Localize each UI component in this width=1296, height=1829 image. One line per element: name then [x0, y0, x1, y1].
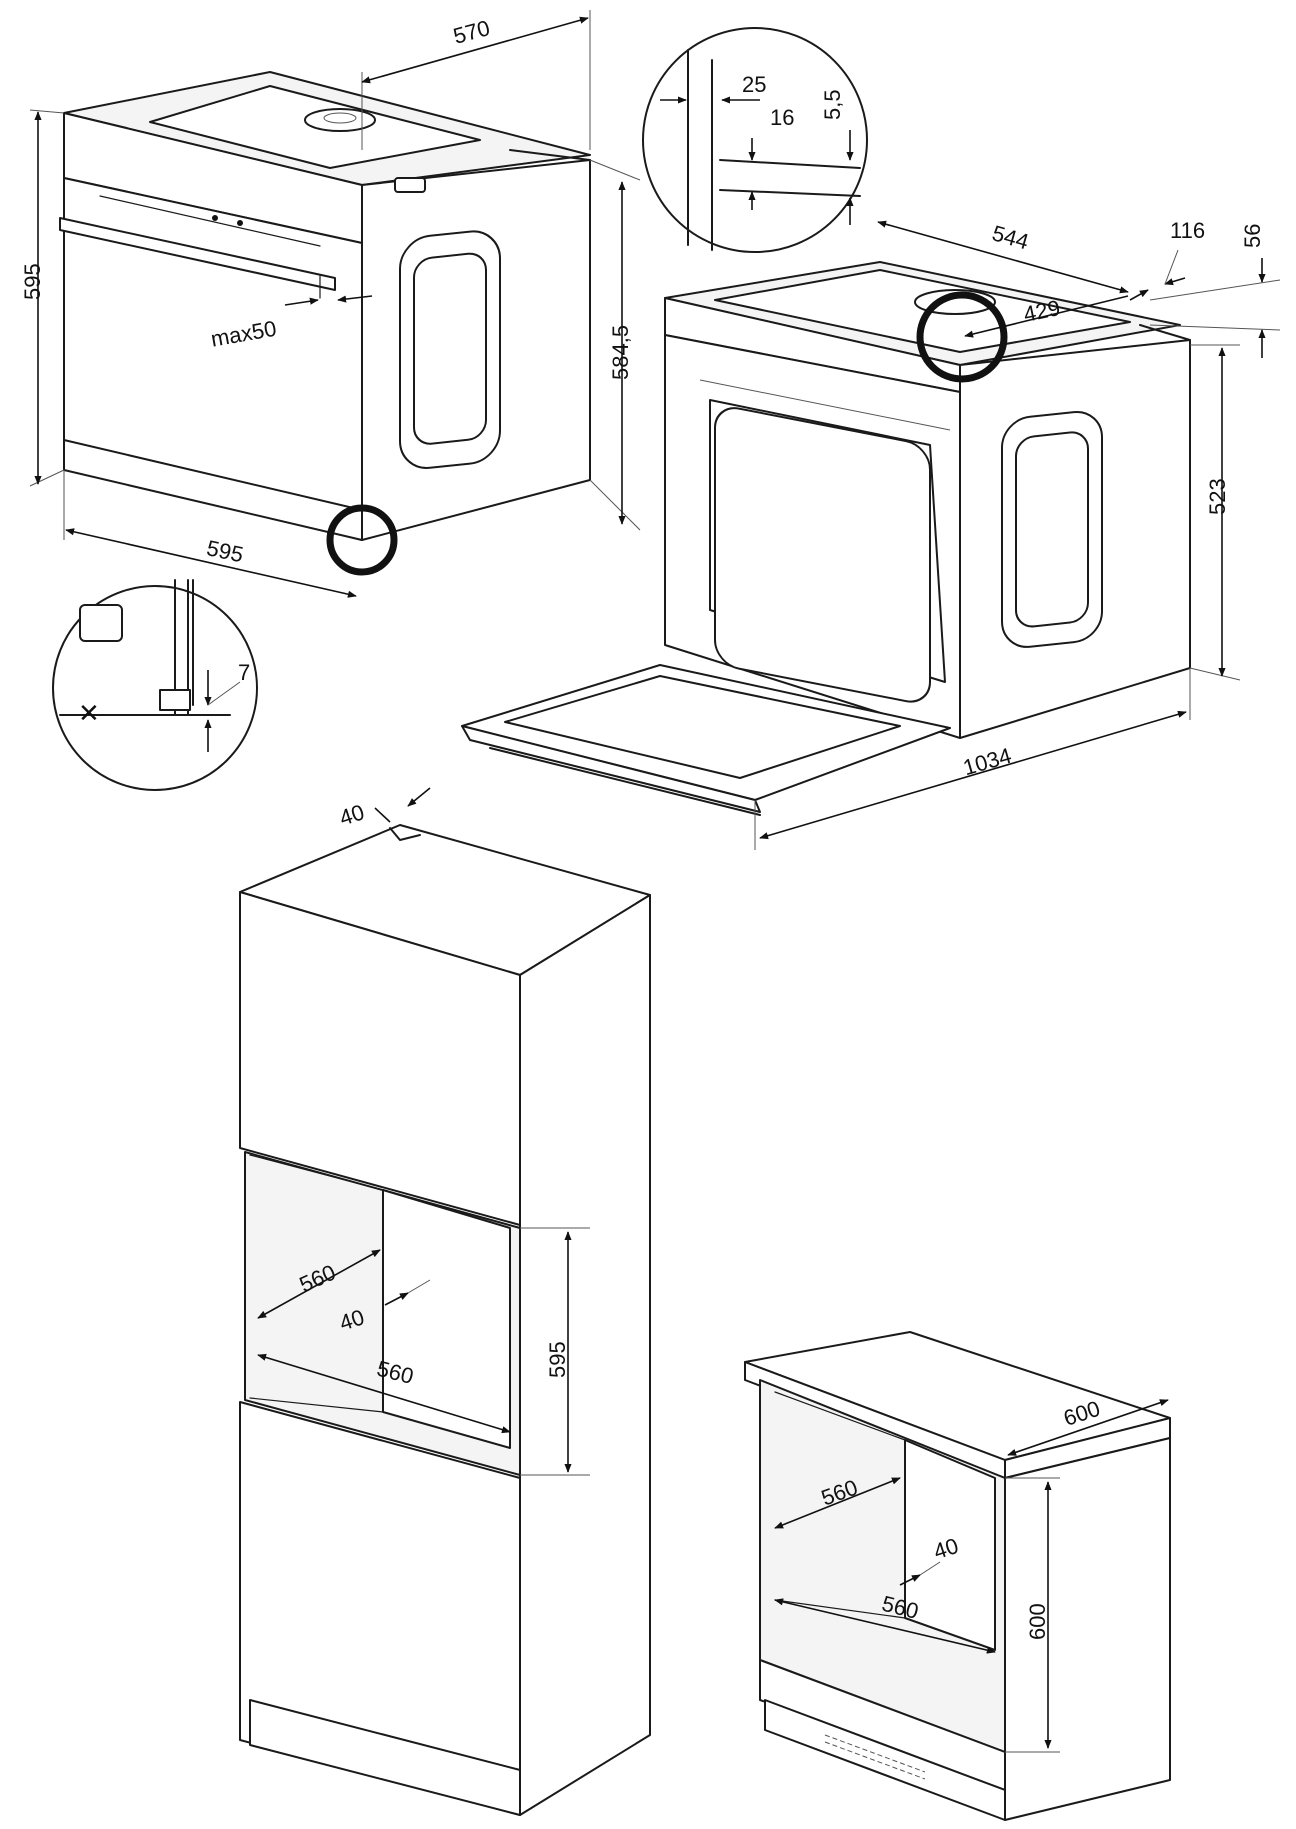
base-cabinet-vent-grille-2: [824, 1741, 926, 1780]
dim-label-595-niche: 595: [545, 1341, 570, 1378]
tall-cabinet-plinth: [249, 1699, 521, 1816]
oven-side-window-inner: [413, 252, 487, 445]
detail-bottom-bracket: [79, 604, 123, 642]
dim-116-b: [1164, 277, 1186, 286]
tall-cabinet-rear-notch: [389, 827, 421, 841]
detail-bottom-circle: ✕ 7: [52, 579, 258, 791]
detail-bottom-cross-icon: ✕: [78, 699, 100, 729]
dim-label-600-niche: 600: [1025, 1603, 1050, 1640]
oven-control-knob-2: [237, 220, 243, 226]
dim-40-top-line: [374, 807, 391, 823]
tall-cabinet-side: [519, 894, 651, 1816]
base-cabinet-niche-top-edge: [774, 1391, 906, 1441]
dim-label-16: 16: [770, 105, 794, 130]
open-oven-side-window-inner: [1015, 431, 1089, 628]
dim-116-a: [1129, 289, 1149, 301]
detail-top-ledge-a: [719, 159, 861, 169]
dim-label-25: 25: [742, 72, 766, 97]
dim-560-width-base-line: [774, 1598, 996, 1654]
oven-control-knob: [212, 215, 218, 221]
oven-door-handle: [59, 217, 336, 291]
oven-top-vent-inner: [323, 112, 357, 124]
dim-560-depth-line: [257, 1249, 381, 1319]
detail-top-outline: [642, 27, 868, 253]
detail-marker-top: [916, 291, 1008, 383]
dim-label-56: 56: [1240, 224, 1265, 248]
oven-front-view: [59, 71, 591, 576]
dim-label-523: 523: [1205, 478, 1230, 515]
oven-side-mount: [394, 177, 426, 193]
tall-cabinet-niche-back: [382, 1189, 511, 1449]
open-oven-vent-slots: [699, 379, 951, 431]
dim-label-595-height: 595: [20, 263, 45, 300]
oven-top-vent: [304, 108, 376, 132]
base-cabinet-vent-grille: [824, 1734, 926, 1773]
dim-label-1034: 1034: [960, 743, 1014, 781]
dim-40-top-arrow: [407, 787, 431, 807]
dim-40-base-arrow: [899, 1574, 921, 1586]
tall-cabinet: [239, 824, 651, 1816]
oven-open-view: [461, 261, 1191, 816]
detail-bottom-foot: [159, 689, 191, 711]
dim-label-544: 544: [989, 220, 1031, 254]
open-oven-top-panel: [714, 269, 1131, 353]
dim-label-570: 570: [451, 15, 493, 49]
dim-600-worktop-line: [1007, 1399, 1169, 1456]
oven-front-dimensions: 570 595 595 584,5 max50: [20, 10, 641, 598]
dim-max50-arrow-a: [284, 297, 319, 306]
detail-top-circle: 25 16 5,5: [642, 27, 868, 253]
dim-595-width-line: [65, 528, 357, 598]
oven-control-line: [99, 195, 321, 247]
open-oven-door-handle: [489, 747, 761, 816]
base-cabinet: [744, 1331, 1171, 1821]
dim-40-gap-arrow: [384, 1292, 409, 1306]
dim-max50-arrow-b: [337, 295, 373, 303]
open-oven-cavity-window: [714, 407, 931, 703]
dim-570-line: [361, 16, 589, 84]
dim-1034-line: [759, 710, 1187, 840]
dim-429-line: [964, 295, 1129, 338]
dim-label-5-5: 5,5: [820, 89, 845, 120]
dim-560-depth-base-line: [774, 1477, 901, 1529]
dim-560-width-line: [257, 1353, 511, 1434]
dim-label-7: 7: [238, 660, 250, 685]
detail-top-ledge-b: [719, 189, 861, 197]
dim-label-584: 584,5: [608, 325, 633, 380]
dim-label-40-top: 40: [336, 799, 367, 830]
tall-cabinet-niche-top-edge: [249, 1154, 384, 1191]
base-cabinet-base: [764, 1699, 1006, 1821]
dim-544-line: [877, 220, 1129, 294]
dim-label-116: 116: [1170, 218, 1205, 243]
